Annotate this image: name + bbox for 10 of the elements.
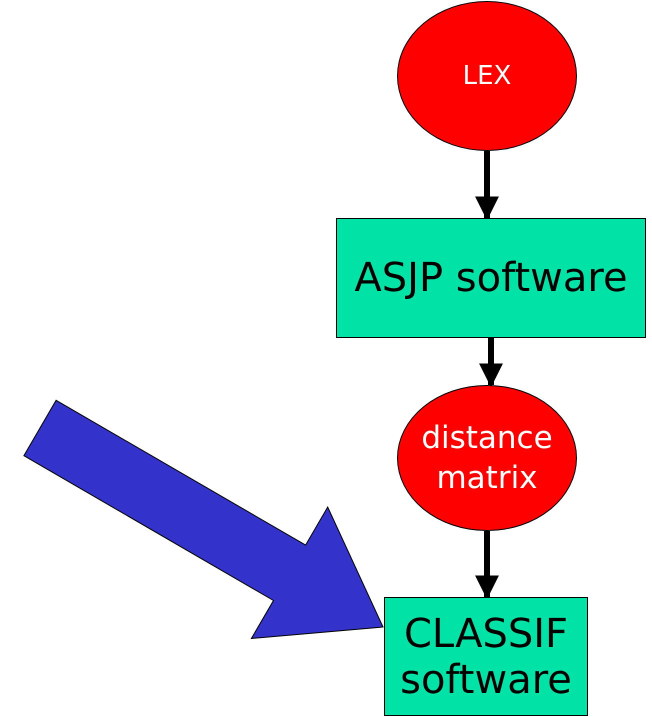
arrow bbox=[475, 151, 499, 220]
process-box bbox=[384, 597, 588, 716]
node-label: LEX bbox=[462, 60, 512, 92]
block-arrow bbox=[23, 400, 384, 640]
node-label: CLASSIF software bbox=[399, 610, 573, 702]
node-label: ASJP software bbox=[354, 254, 628, 303]
process-box bbox=[336, 218, 646, 338]
arrow bbox=[475, 531, 499, 600]
node-label: distance matrix bbox=[420, 418, 554, 498]
arrow bbox=[479, 338, 503, 388]
